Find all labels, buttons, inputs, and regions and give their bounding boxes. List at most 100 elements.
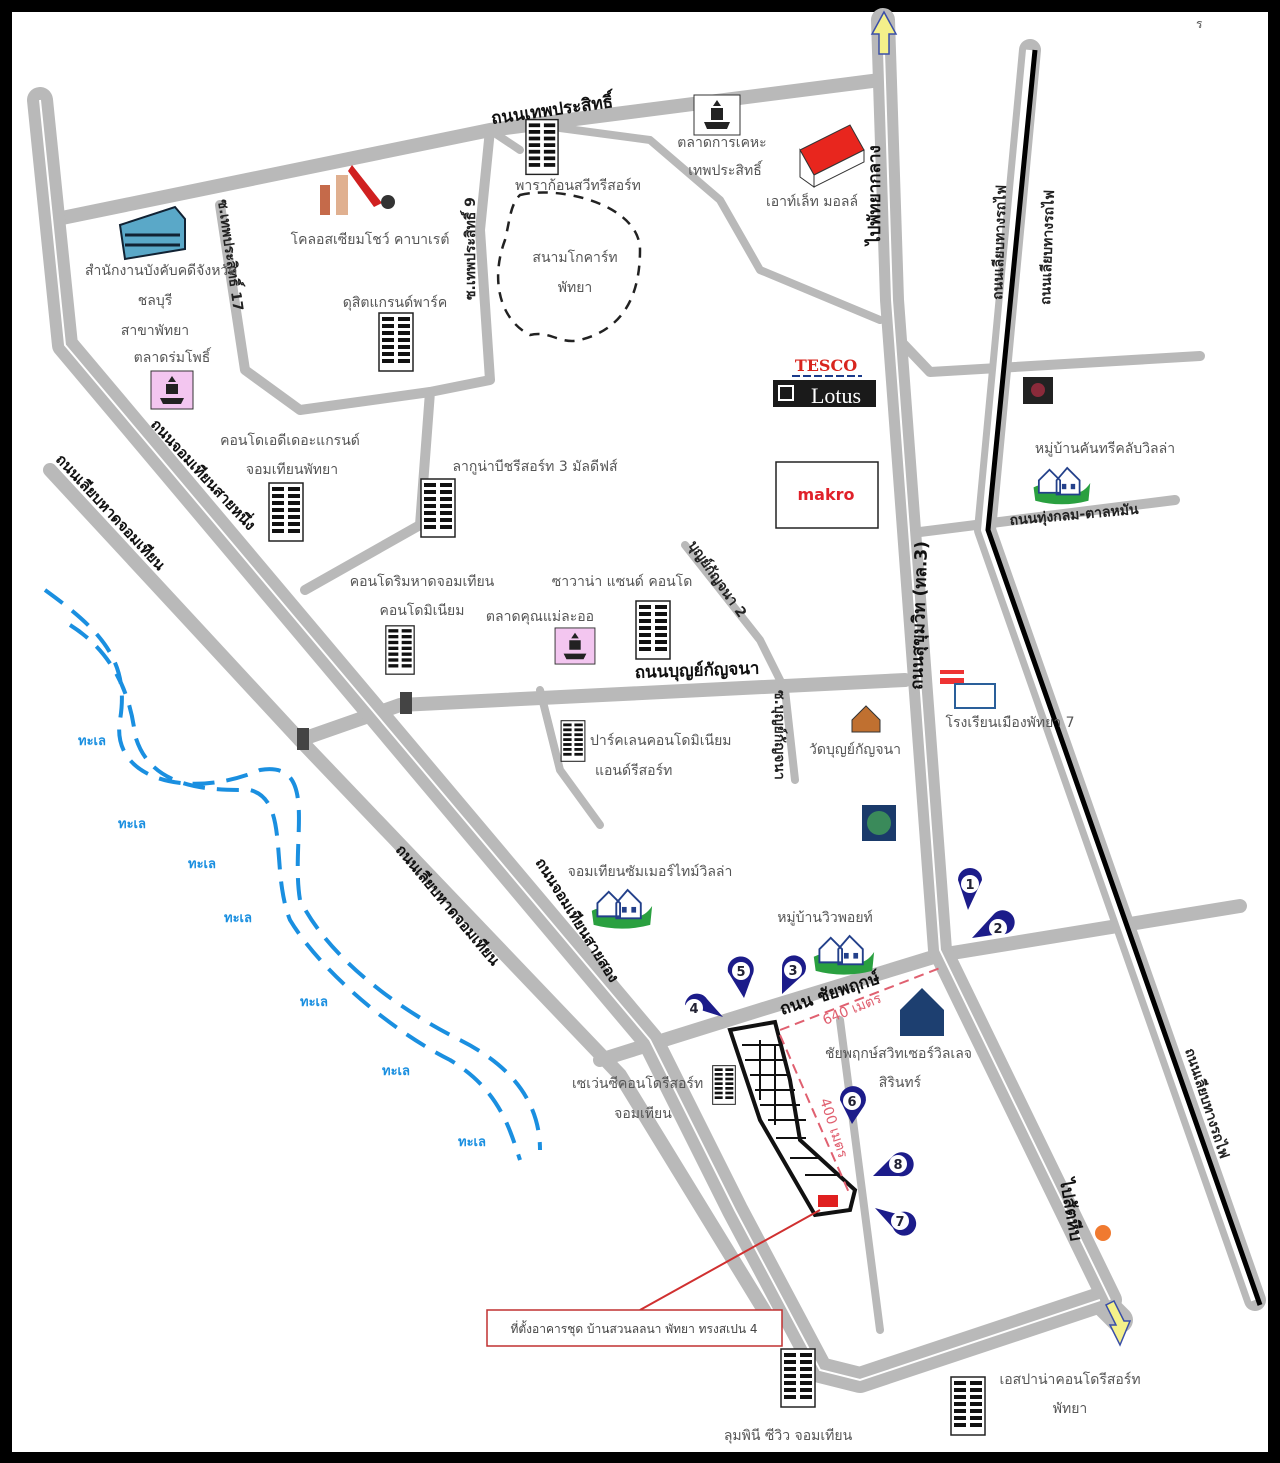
building-icon: [780, 1348, 816, 1408]
sea-label: ทะเล: [78, 734, 106, 749]
road-label-railway-1: ถนนเลียบทางรถไฟ: [988, 185, 1010, 301]
sea-label: ทะเล: [224, 911, 252, 926]
school-icon: [940, 670, 996, 709]
svg-text:8: 8: [893, 1158, 902, 1173]
svg-text:7: 7: [895, 1215, 904, 1230]
gas-station-glyph: [867, 811, 891, 835]
corner-mark: ร: [1196, 17, 1203, 31]
label-school-7: โรงเรียนเมืองพัทยา 7: [945, 714, 1074, 731]
building-icon: [385, 625, 415, 675]
label-viewpoint: หมู่บ้านวิวพอยท์: [777, 909, 873, 926]
road-label-soi-thepprasit-9: ซ.เทพประสิทธิ์ 9: [459, 197, 479, 300]
colosseum-icon: [320, 165, 395, 215]
site-callout-text: ที่ตั้งอาคารชุด บ้านสวนลลนา พัทยา ทรงสเป…: [510, 1320, 757, 1337]
resort-house-icon: [900, 988, 944, 1036]
label-thepprasit-market: ตลาดการเคหะ: [677, 135, 766, 151]
label-mae-laor-market: ตลาดคุณแม่ละออ: [486, 609, 594, 625]
office-building-icon: [118, 205, 186, 261]
road-label-bunkanjana: ถนนบุญย์กัญจนา: [634, 658, 759, 683]
sea-label: ทะเล: [188, 857, 216, 872]
building-icon: [420, 478, 456, 538]
label-rimhad: คอนโดริมหาดจอมเทียน: [350, 573, 495, 590]
building-icon: [635, 600, 671, 660]
arrow-north-icon: [870, 10, 898, 55]
label-park-lane-2: แอนด์รีสอร์ท: [595, 762, 672, 779]
market-icon: [554, 627, 596, 665]
road-label-railway-2: ถนนเลียบทางรถไฟ: [1036, 190, 1058, 306]
label-wat-bunkanjana: วัดบุญย์กัญจนา: [809, 741, 901, 758]
road-centerlines: [39, 19, 1259, 1382]
marker-2[interactable]: 2: [972, 910, 1015, 938]
label-laguna: ลากูน่าบีชรีสอร์ท 3 มัลดีฟส์: [452, 458, 618, 475]
svg-text:5: 5: [736, 965, 745, 980]
temple-icon: [851, 705, 881, 733]
road-label-to-pattaya-klang: ไปพัทยากลาง: [864, 145, 885, 247]
label-park-lane: ปาร์คเลนคอนโดมิเนียม: [590, 732, 732, 749]
label-swiss-village: ชัยพฤกษ์สวิทเซอร์วิลเลจ: [825, 1045, 972, 1062]
marker-1[interactable]: 1: [958, 868, 982, 910]
traffic-light-icon: [297, 728, 309, 750]
road-label-soi-bunkanjana: ซ.บุญย์กัญจนา: [771, 690, 788, 780]
site-callout-box: [486, 1309, 783, 1347]
makro-logo: makro: [775, 461, 879, 529]
label-gokart-2: พัทยา: [558, 280, 593, 296]
label-rimhad-2: คอนโดมิเนียม: [380, 602, 465, 619]
label-gokart: สนามโกคาร์ท: [532, 249, 617, 266]
label-summertime-villa: จอมเทียนซัมเมอร์ไทม์วิลล่า: [568, 863, 733, 880]
emblem-glyph: [1031, 383, 1045, 397]
marker-7[interactable]: 7: [875, 1208, 917, 1236]
railway-line: [985, 49, 1263, 1306]
label-country-club-villa: หมู่บ้านคันทรีคลับวิลล่า: [1035, 441, 1175, 457]
markers: 1 2 3 4 5 6 7 8: [685, 868, 1015, 1236]
distance-line-vertical: [779, 1034, 851, 1196]
label-espana-2: พัทยา: [1053, 1401, 1088, 1417]
coastline: [43, 588, 542, 1161]
sea-label: ทะเล: [458, 1135, 486, 1150]
sea-label: ทะเล: [382, 1064, 410, 1079]
label-court-office-2: ชลบุรี: [138, 293, 173, 309]
label-dusit-grand-park: ดุสิตแกรนด์พาร์ค: [343, 294, 447, 311]
svg-text:makro: makro: [798, 485, 855, 504]
label-savanna: ซาวาน่า แซนด์ คอนโด: [552, 573, 693, 590]
svg-text:4: 4: [689, 1002, 698, 1017]
tesco-lotus-logo: TESCO Lotus: [773, 356, 876, 408]
marker-6[interactable]: 6: [839, 1086, 866, 1124]
label-outlet-mall: เอาท์เล็ท มอลล์: [766, 192, 858, 210]
label-colosseum: โคลอสเซียมโชว์ คาบาเรต์: [291, 231, 450, 248]
callout-leader: [639, 1209, 821, 1311]
market-icon: [150, 370, 194, 410]
building-icon: [712, 1065, 736, 1105]
marker-8[interactable]: 8: [873, 1152, 914, 1177]
building-icon: [525, 118, 559, 176]
svg-text:TESCO: TESCO: [795, 356, 857, 375]
marker-4[interactable]: 4: [685, 993, 723, 1017]
marker-3[interactable]: 3: [781, 955, 806, 994]
site-location-marker: [818, 1195, 838, 1207]
label-court-office-3: สาขาพัทยา: [121, 323, 189, 339]
building-icon: [378, 312, 414, 372]
label-court-office: สำนักงานบังคับคดีจังหวัด: [85, 263, 237, 279]
building-icon: [950, 1376, 986, 1436]
svg-text:3: 3: [788, 964, 797, 979]
svg-text:6: 6: [847, 1095, 856, 1110]
traffic-light-icon: [400, 692, 412, 714]
distance-line-horizontal: [779, 967, 941, 1031]
label-adi-grand-2: จอมเทียนพัทยา: [246, 462, 338, 478]
outlet-mall-icon: [799, 124, 865, 188]
place-labels: ตลาดการเคหะ เทพประสิทธิ์ เอาท์เล็ท มอลล์…: [85, 135, 1175, 1444]
sea-label: ทะเล: [300, 995, 328, 1010]
arrow-south-icon: [1104, 1299, 1132, 1347]
project-site-plan: [727, 1019, 858, 1218]
svg-text:Lotus: Lotus: [811, 383, 861, 408]
label-espana: เอสปาน่าคอนโดรีสอร์ท: [999, 1371, 1140, 1388]
poi-dot-icon: [1095, 1225, 1111, 1241]
label-swiss-village-2: สิรินทร์: [879, 1074, 922, 1091]
sea-labels: ทะเล ทะเล ทะเล ทะเล ทะเล ทะเล ทะเล: [78, 734, 486, 1150]
label-seven-sea: เซเว่นซีคอนโดรีสอร์ท: [572, 1075, 703, 1092]
marker-5[interactable]: 5: [727, 956, 754, 998]
label-rom-pho-market: ตลาดร่มโพธิ์: [134, 347, 212, 366]
building-icon: [560, 720, 586, 762]
label-lumpini: ลุมพินี ซีวิว จอมเทียน: [724, 1428, 853, 1444]
